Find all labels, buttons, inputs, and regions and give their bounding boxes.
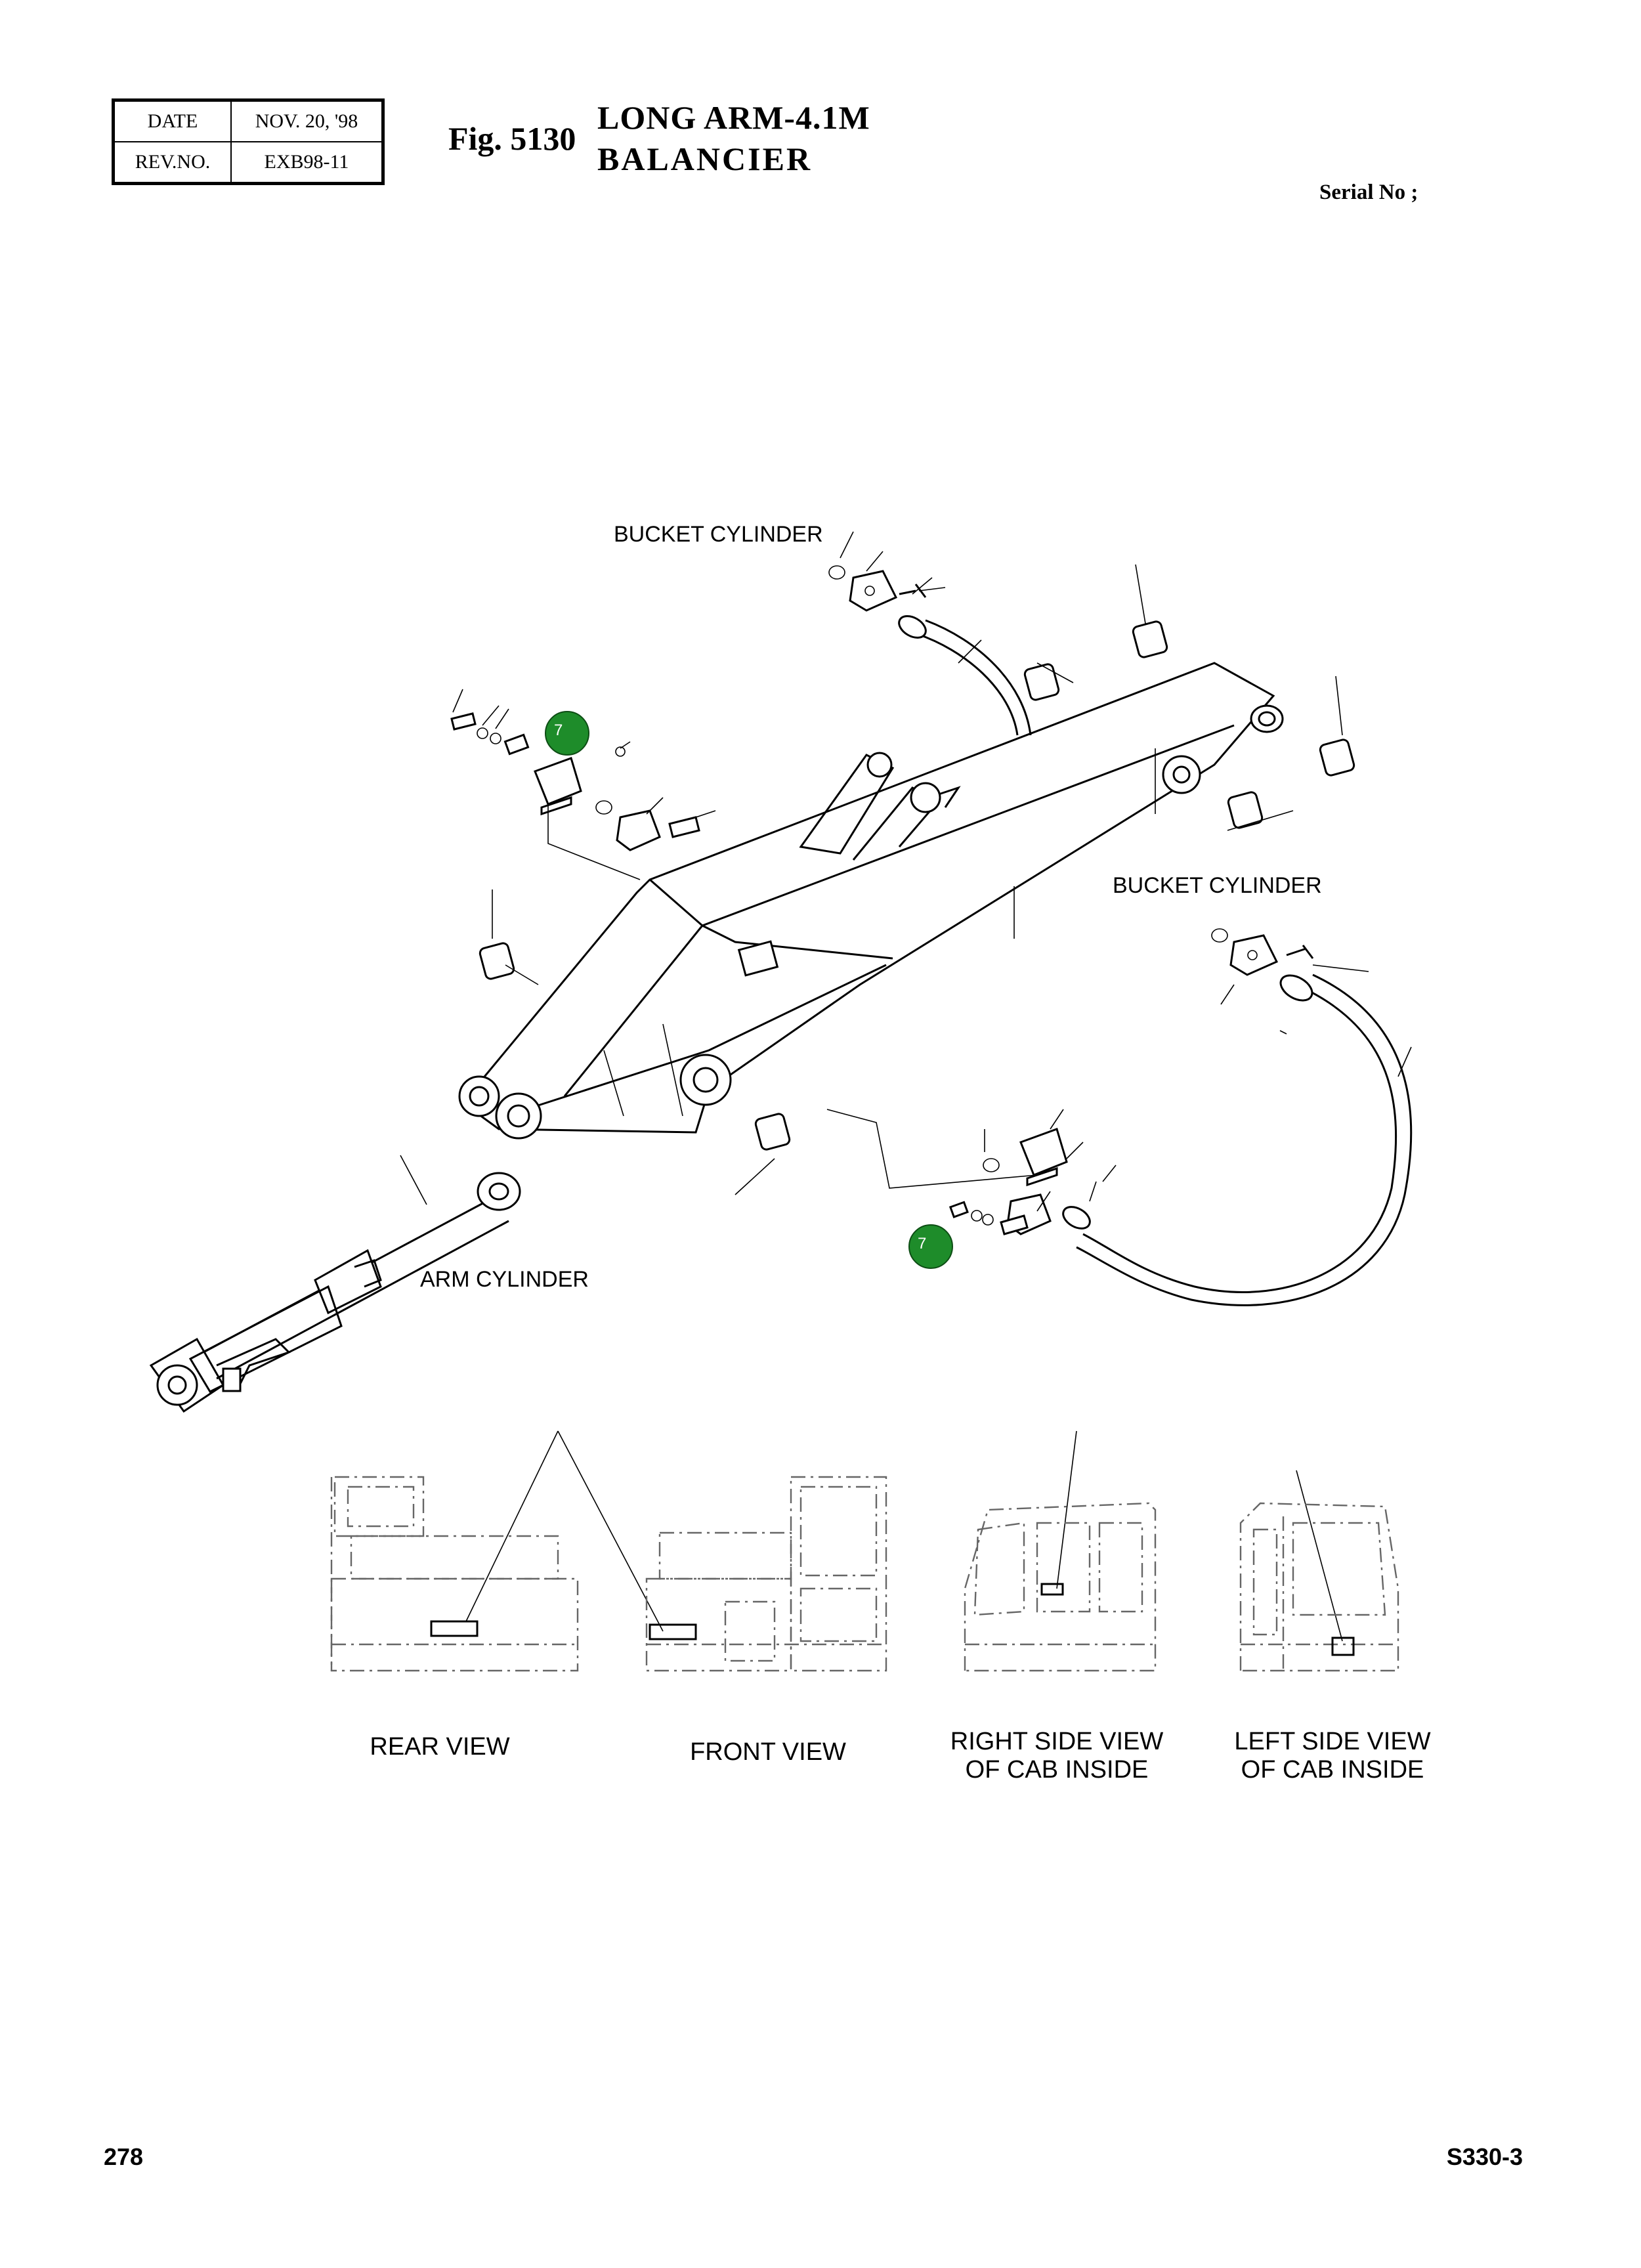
- front-view-drawing: [645, 1476, 887, 1672]
- upper-left-fittings: [450, 712, 700, 851]
- model-number: S330-3: [1446, 2143, 1523, 2170]
- right-side-view-label-line2: OF CAB INSIDE: [965, 1756, 1149, 1784]
- figure-number: Fig. 5130: [448, 120, 576, 157]
- left-side-view-label-line1: LEFT SIDE VIEW: [1234, 1728, 1431, 1755]
- rev-value: EXB98-11: [230, 141, 384, 184]
- right-side-cab-drawing: [964, 1502, 1157, 1672]
- bucket-hose-top: [828, 565, 1032, 736]
- bushings: [479, 620, 1355, 1151]
- callout-number: 7: [554, 721, 563, 739]
- rev-label: REV.NO.: [112, 141, 232, 184]
- bucket-cylinder-label-top: BUCKET CYLINDER: [614, 522, 823, 547]
- left-side-view-label: LEFT SIDE VIEW OF CAB INSIDE: [1182, 1728, 1483, 1784]
- arm-body: [458, 662, 1284, 1140]
- left-side-view-label-line2: OF CAB INSIDE: [1241, 1756, 1424, 1784]
- callout-marker-7-lower[interactable]: 7: [908, 1224, 953, 1269]
- arm-cylinder-label: ARM CYLINDER: [420, 1267, 589, 1292]
- callout-marker-7-upper[interactable]: 7: [545, 711, 589, 756]
- front-view-label-line1: FRONT VIEW: [690, 1738, 846, 1766]
- figure-title-french: BALANCIER: [597, 140, 813, 177]
- rear-view-label-line1: REAR VIEW: [370, 1733, 510, 1761]
- figure-title-english: LONG ARM-4.1M: [597, 99, 870, 136]
- rear-view-label: REAR VIEW: [289, 1733, 591, 1761]
- bucket-cylinder-label-right: BUCKET CYLINDER: [1113, 873, 1322, 898]
- lower-fittings: [948, 1128, 1091, 1235]
- callout-number: 7: [918, 1235, 927, 1252]
- revision-table: DATE NOV. 20, '98 REV.NO. EXB98-11: [112, 98, 385, 185]
- bucket-hose-right: [1076, 928, 1413, 1306]
- view-leader-lines: [465, 1430, 1343, 1642]
- date-label: DATE: [112, 99, 232, 142]
- rear-view-drawing: [330, 1476, 579, 1672]
- page-number: 278: [104, 2143, 144, 2170]
- serial-number-label: Serial No ;: [1319, 181, 1418, 204]
- arm-cylinder: [149, 1172, 521, 1413]
- leader-lines: [400, 531, 1412, 1212]
- revision-row-date: DATE NOV. 20, '98: [112, 99, 384, 142]
- front-view-label: FRONT VIEW: [617, 1738, 919, 1766]
- revision-row-rev: REV.NO. EXB98-11: [112, 141, 384, 184]
- right-side-view-label: RIGHT SIDE VIEW OF CAB INSIDE: [906, 1728, 1208, 1784]
- right-side-view-label-line1: RIGHT SIDE VIEW: [950, 1728, 1164, 1755]
- left-side-cab-drawing: [1239, 1502, 1399, 1672]
- date-value: NOV. 20, '98: [230, 99, 384, 142]
